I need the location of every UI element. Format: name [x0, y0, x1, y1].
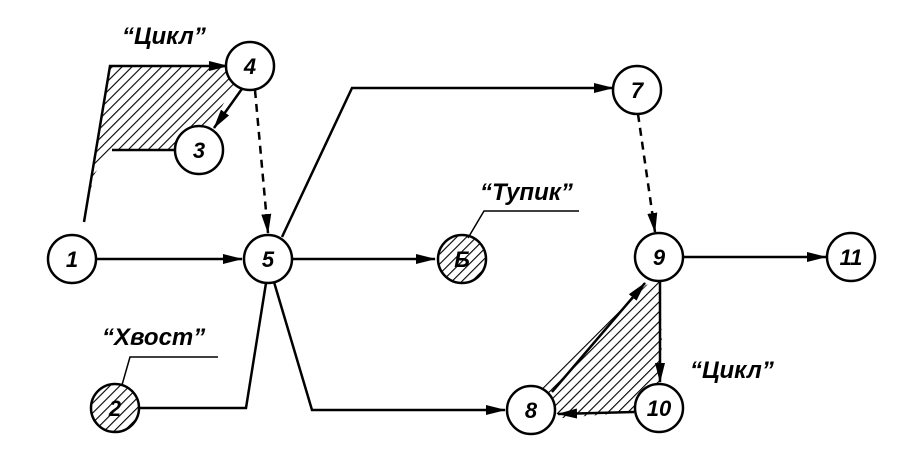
node-8 [505, 384, 557, 436]
node-3 [173, 124, 225, 176]
edge-4-5 [253, 89, 272, 234]
node-10 [633, 382, 685, 434]
node-2 [89, 382, 141, 434]
edges [82, 61, 827, 419]
cycle-region-bottom [532, 280, 662, 418]
cycle-top-annotation: “Цикл” [122, 23, 206, 50]
edge-10-8 [557, 408, 635, 419]
node-label-7: 7 [631, 78, 645, 103]
node-label-2: 2 [108, 396, 122, 421]
edge-7-9 [636, 113, 658, 233]
cycle-bottom-annotation: “Цикл” [690, 357, 774, 384]
node-9 [633, 231, 685, 283]
nodes [46, 40, 877, 436]
node-label-1: 1 [66, 247, 78, 272]
edge-5-8 [272, 281, 506, 415]
deadend-annotation: “Тупик” [480, 179, 573, 206]
node-label-B: Б [454, 247, 470, 272]
node-label-4: 4 [243, 54, 256, 79]
node-label-5: 5 [262, 247, 275, 272]
deadend-leader [467, 210, 579, 239]
node-4 [224, 40, 276, 92]
tail-leader [121, 356, 218, 386]
tail-annotation: “Хвост” [102, 324, 205, 351]
edge-5-7 [280, 83, 614, 238]
node-5 [242, 233, 294, 285]
node-label-10: 10 [647, 396, 672, 421]
node-11 [825, 231, 877, 283]
node-label-9: 9 [653, 245, 666, 270]
node-7 [611, 64, 663, 116]
edge-1-4 [82, 61, 229, 223]
edge-2-5 [140, 282, 268, 410]
node-B [436, 233, 488, 285]
node-label-11: 11 [840, 245, 863, 270]
node-label-8: 8 [525, 398, 538, 423]
cycle-region-top [84, 66, 234, 222]
node-1 [46, 233, 98, 285]
node-label-3: 3 [193, 138, 205, 163]
edge-8-9 [551, 282, 646, 393]
edge-4-3 [212, 85, 246, 129]
